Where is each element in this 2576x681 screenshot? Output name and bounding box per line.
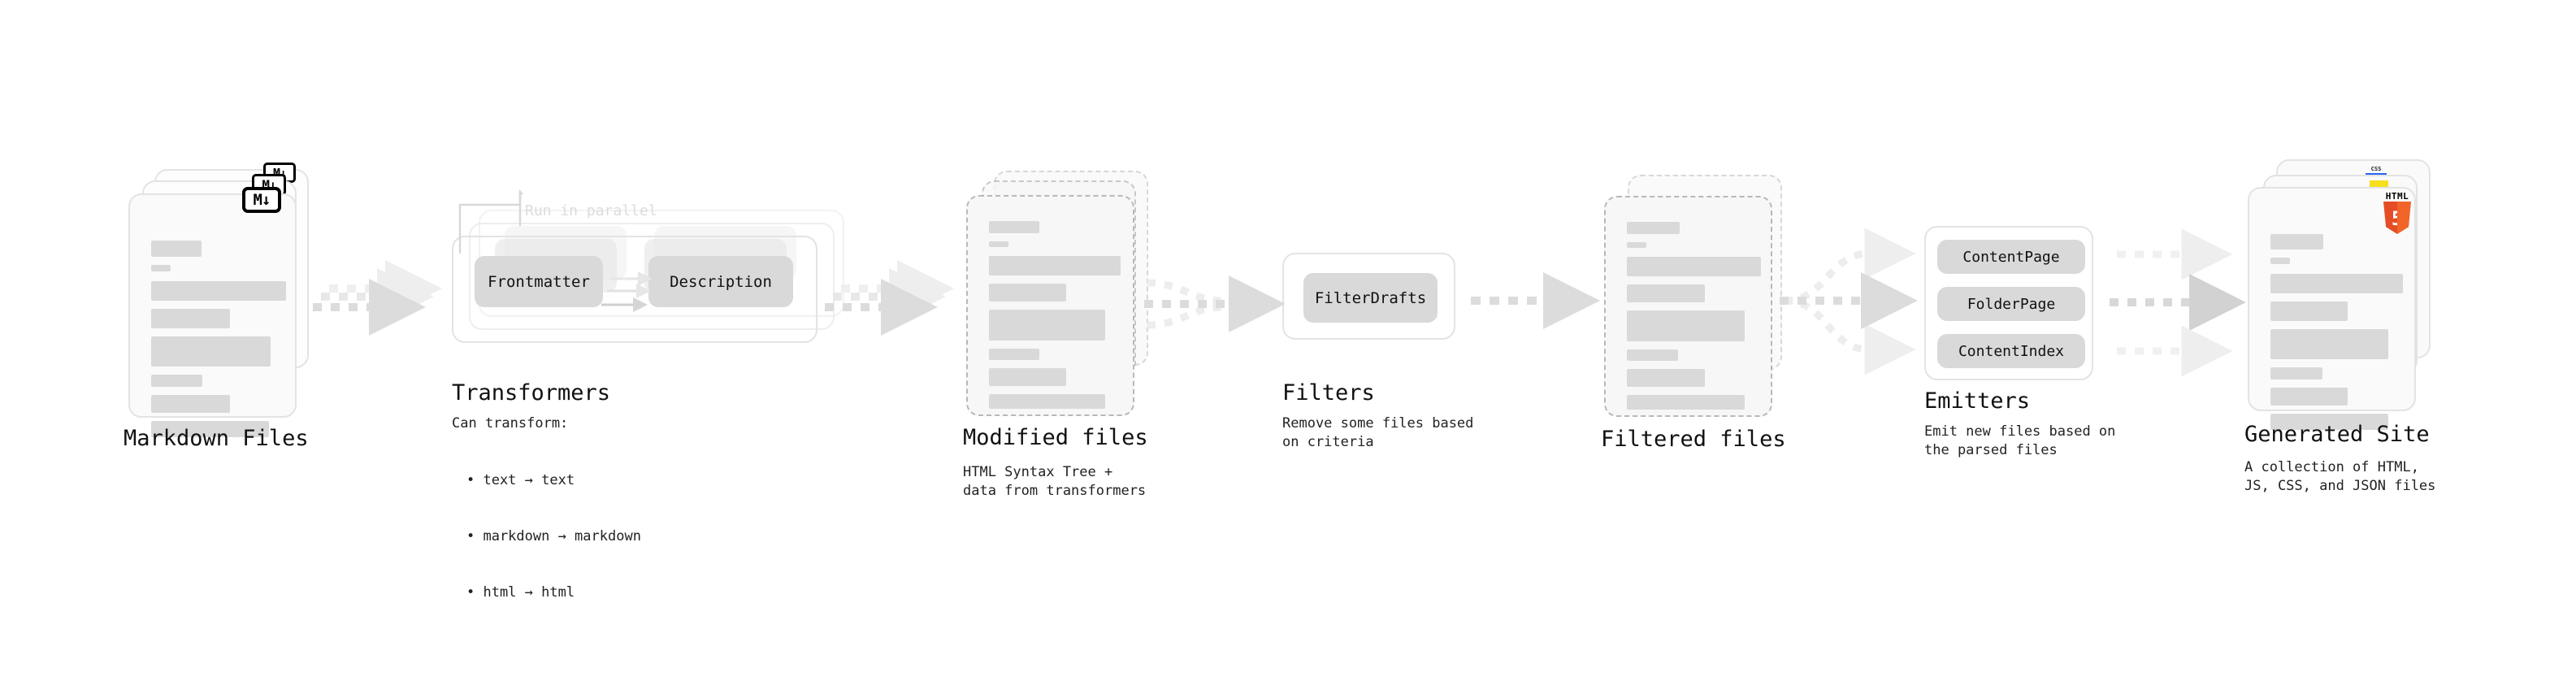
transformer-panel-front[interactable]: Frontmatter Description	[452, 236, 817, 343]
placeholder-bar	[151, 336, 271, 367]
modified-placeholder-bars	[989, 221, 1121, 417]
css-icon: CSS	[2366, 166, 2387, 176]
placeholder-bar	[151, 241, 202, 257]
placeholder-bar	[1627, 222, 1680, 234]
modified-card-front	[966, 195, 1134, 416]
generated-card-html	[2248, 187, 2416, 430]
modified-files-title: Modified files	[963, 425, 1148, 450]
placeholder-bar	[2270, 329, 2388, 359]
emitter-pill-folderpage[interactable]: FolderPage	[1937, 287, 2085, 321]
filters-title: Filters	[1282, 380, 1375, 406]
transformers-title: Transformers	[452, 380, 611, 406]
placeholder-bar	[1627, 310, 1745, 341]
placeholder-bar	[989, 394, 1105, 409]
transformers-description: Can transform:	[452, 415, 569, 432]
placeholder-bar	[1627, 242, 1646, 248]
transformers-bullets: • text → text • markdown → markdown • ht…	[466, 434, 641, 640]
filter-pill-filterdrafts[interactable]: FilterDrafts	[1303, 273, 1438, 323]
placeholder-bar	[2270, 367, 2322, 380]
generated-site-description: A collection of HTML, JS, CSS, and JSON …	[2244, 459, 2436, 494]
modified-files-description: HTML Syntax Tree + data from transformer…	[963, 464, 1147, 499]
markdown-icon: M↓	[242, 187, 281, 213]
placeholder-bar	[1627, 284, 1705, 302]
emitters-description: Emit new files based on the parsed files	[1924, 423, 2116, 458]
placeholder-bar	[1627, 257, 1761, 276]
placeholder-bar	[151, 265, 171, 271]
filters-description: Remove some files based on criteria	[1282, 415, 1474, 450]
markdown-placeholder-bars	[151, 241, 286, 445]
placeholder-bar	[1627, 369, 1705, 387]
transformer-bullet: • text → text	[466, 472, 575, 488]
placeholder-bar	[989, 241, 1008, 247]
filtered-placeholder-bars	[1627, 222, 1761, 418]
placeholder-bar	[2270, 301, 2348, 321]
run-in-parallel-hint: Run in parallel	[525, 202, 657, 219]
placeholder-bar	[2270, 388, 2348, 406]
arrow-modified-to-filters	[1144, 275, 1286, 332]
placeholder-bar	[151, 375, 202, 387]
placeholder-bar	[989, 349, 1039, 360]
html5-icon-number: 5	[2391, 207, 2404, 230]
placeholder-bar	[989, 368, 1066, 386]
transformer-pill-frontmatter[interactable]: Frontmatter	[475, 256, 603, 307]
placeholder-bar	[2270, 258, 2290, 264]
placeholder-bar	[989, 256, 1121, 275]
emitter-pill-contentindex[interactable]: ContentIndex	[1937, 334, 2085, 368]
placeholder-bar	[151, 395, 230, 413]
markdown-files-title: Markdown Files	[124, 426, 309, 451]
filtered-files-title: Filtered files	[1601, 427, 1786, 452]
placeholder-bar	[151, 421, 269, 437]
generated-site-title: Generated Site	[2244, 422, 2430, 447]
placeholder-bar	[1627, 349, 1678, 361]
css-icon-label: CSS	[2370, 166, 2382, 172]
filters-panel[interactable]: FilterDrafts	[1282, 253, 1455, 340]
placeholder-bar	[2270, 414, 2388, 430]
placeholder-bar	[2270, 234, 2323, 249]
emitters-title: Emitters	[1924, 388, 2031, 414]
html5-icon-label: HTML	[2385, 191, 2409, 202]
emitters-panel[interactable]: ContentPage FolderPage ContentIndex	[1924, 226, 2093, 380]
html5-icon-shield: 5	[2383, 202, 2411, 234]
arrow-emitters-to-site	[2110, 228, 2246, 377]
generated-placeholder-bars	[2270, 234, 2403, 438]
emitter-pill-contentpage[interactable]: ContentPage	[1937, 240, 2085, 274]
placeholder-bar	[151, 281, 286, 301]
filtered-card-front	[1604, 196, 1772, 417]
transformer-pill-description[interactable]: Description	[648, 256, 793, 307]
placeholder-bar	[2270, 274, 2403, 293]
placeholder-bar	[989, 310, 1105, 340]
placeholder-bar	[989, 221, 1039, 233]
placeholder-bar	[1627, 395, 1745, 410]
css-icon-underline	[2366, 173, 2387, 176]
transformer-bullet: • html → html	[466, 584, 575, 601]
arrow-markdown-to-transformers	[313, 260, 442, 336]
placeholder-bar	[989, 284, 1066, 301]
markdown-card-front	[128, 193, 297, 437]
html5-icon: HTML 5	[2381, 192, 2413, 234]
arrow-filtered-to-emitters	[1780, 228, 1918, 375]
placeholder-bar	[151, 309, 230, 328]
transformer-bullet: • markdown → markdown	[466, 528, 641, 544]
